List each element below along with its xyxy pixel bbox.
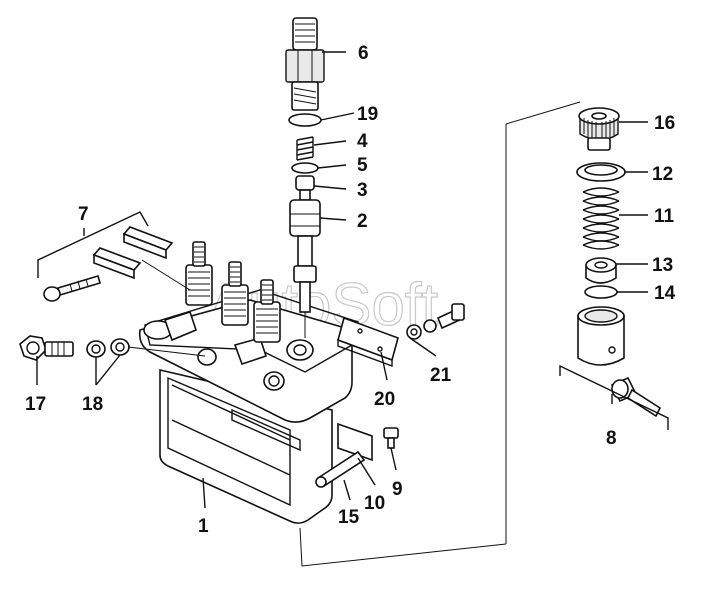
label-1: 1	[198, 516, 209, 537]
ring-14	[584, 285, 618, 299]
label-5: 5	[357, 155, 368, 176]
label-2: 2	[357, 211, 368, 232]
screw-9	[383, 427, 399, 449]
delivery-valve-holder	[185, 241, 281, 343]
spring-4	[296, 136, 314, 161]
plate-20	[337, 316, 399, 368]
pin-8	[610, 376, 662, 418]
washer-5	[291, 162, 319, 174]
label-9: 9	[392, 479, 403, 500]
label-12: 12	[652, 164, 673, 185]
label-13: 13	[652, 255, 673, 276]
label-6: 6	[358, 43, 369, 64]
label-15: 15	[338, 507, 360, 528]
nozzle-holder	[285, 17, 325, 111]
label-8: 8	[606, 428, 617, 449]
label-18: 18	[82, 394, 103, 415]
pump-body	[138, 289, 359, 524]
washers-18	[86, 338, 130, 358]
label-20: 20	[374, 389, 395, 410]
rack-parts-7	[43, 226, 174, 302]
leader-lines	[36, 51, 669, 567]
label-10: 10	[364, 493, 385, 514]
sleeve-8	[577, 306, 625, 366]
label-17: 17	[25, 394, 46, 415]
o-ring-19	[288, 113, 322, 127]
part-labels: 6 19 4 5 3 2 7 16 12 11 13 14 17 18 20 2…	[25, 43, 676, 537]
bolt-washer-21	[406, 303, 466, 340]
label-16: 16	[654, 113, 675, 134]
label-14: 14	[654, 283, 676, 304]
label-19: 19	[357, 104, 378, 125]
shaft-15	[315, 450, 366, 488]
label-3: 3	[357, 180, 368, 201]
cap-16	[578, 107, 620, 151]
label-7: 7	[78, 204, 89, 225]
label-21: 21	[430, 365, 452, 386]
gasket-12	[576, 162, 626, 182]
bracket-10	[337, 422, 373, 462]
valve-3	[295, 175, 315, 201]
spring-11	[582, 187, 620, 250]
label-11: 11	[654, 206, 675, 227]
retainer-13	[585, 257, 617, 284]
label-4: 4	[357, 131, 368, 152]
banjo-bolt-17	[19, 335, 74, 361]
